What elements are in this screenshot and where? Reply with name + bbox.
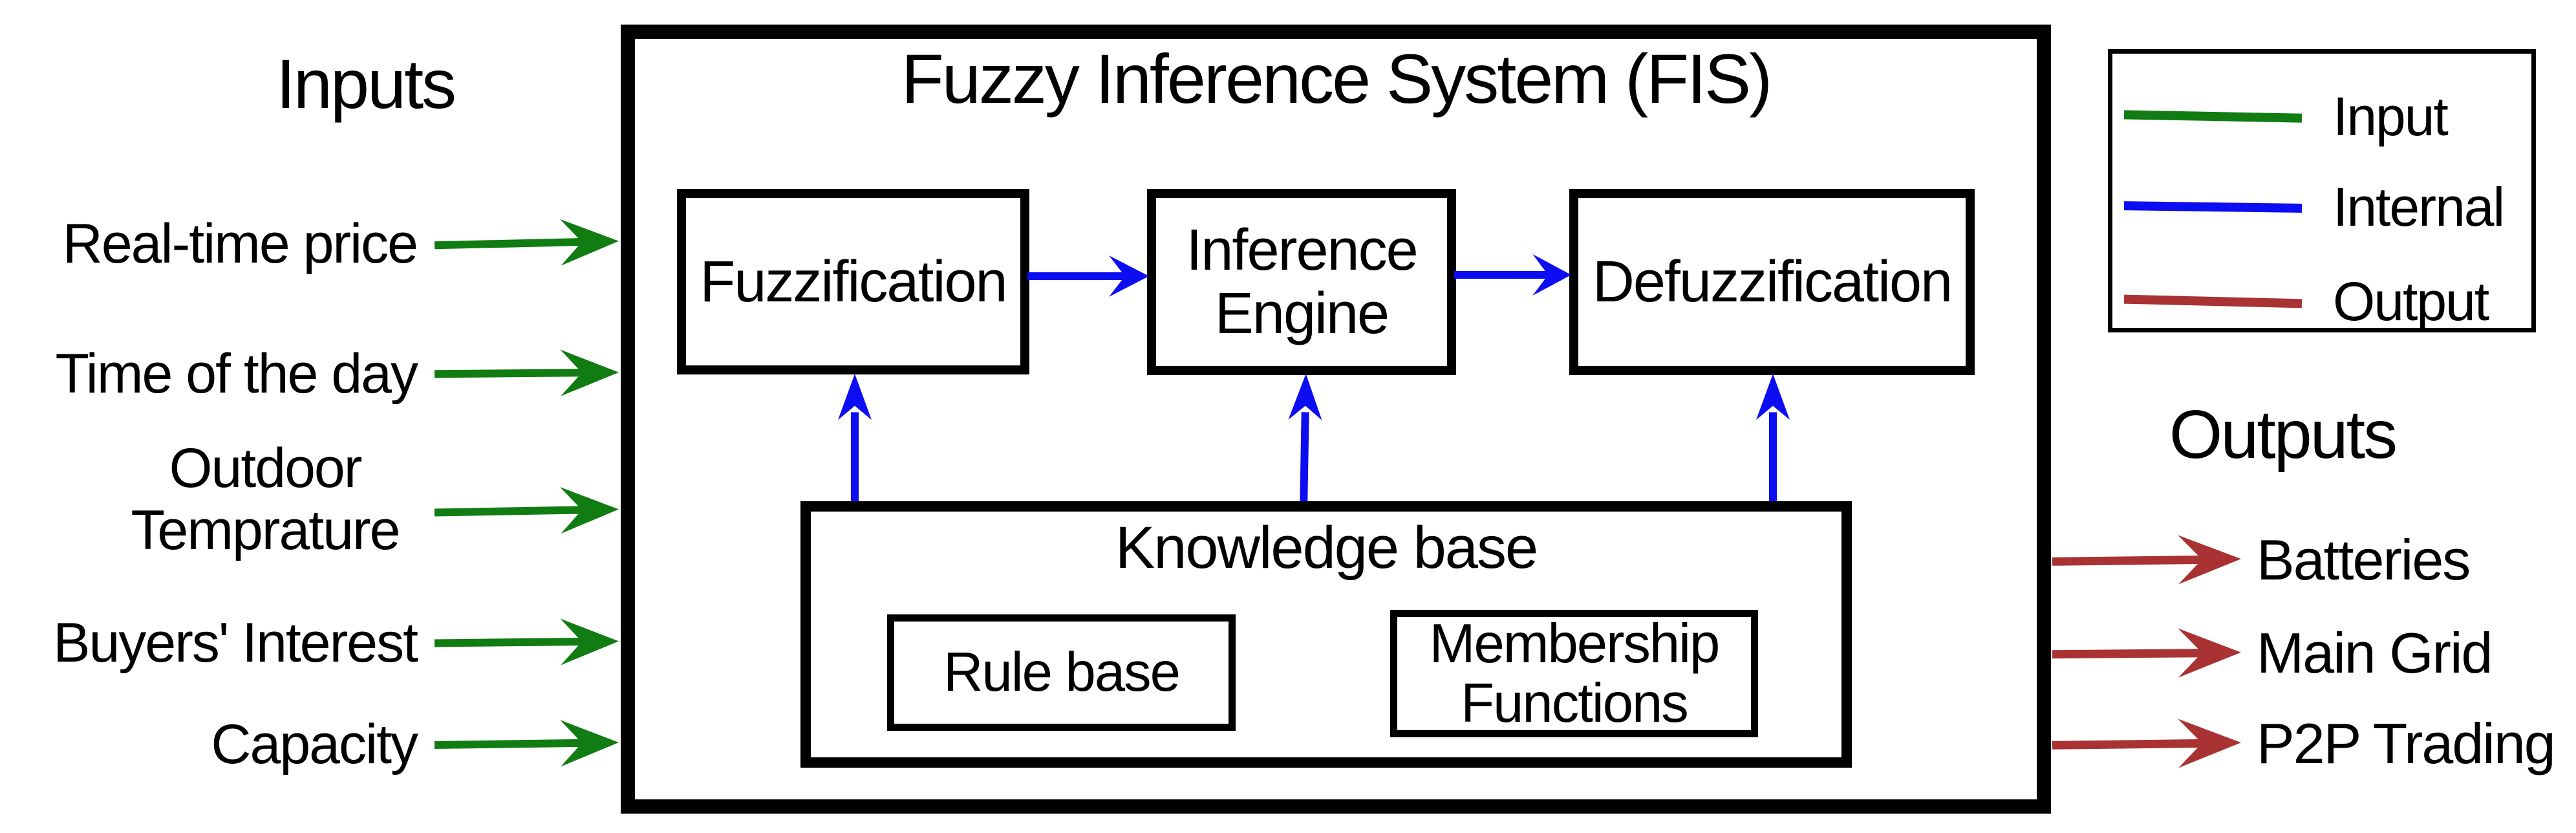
input-label-capacity: Capacity (211, 713, 418, 775)
input-arrow-icon (434, 720, 619, 767)
rule-base-label: Rule base (943, 642, 1181, 703)
input-label-real-time-price: Real-time price (62, 213, 418, 275)
legend-internal-label: Internal (2333, 176, 2505, 237)
output-arrow-icon (2052, 628, 2241, 678)
legend: Input Internal Output (2108, 49, 2536, 332)
legend-output-line-icon (2123, 294, 2302, 308)
membership-functions-box: Membership Functions (1390, 610, 1758, 737)
input-arrow-icon (434, 349, 619, 396)
inputs-section-title: Inputs (275, 45, 456, 123)
legend-output-label: Output (2333, 270, 2489, 332)
legend-internal-line-icon (2123, 201, 2302, 213)
legend-input-label: Input (2333, 85, 2449, 147)
membership-functions-label: Membership Functions (1429, 612, 1721, 734)
input-label-outdoor-temperature: Outdoor Temprature (131, 437, 401, 561)
outputs-section-title: Outputs (2169, 396, 2398, 473)
input-label-time-of-day: Time of the day (55, 343, 418, 405)
defuzzification-box: Defuzzification (1569, 189, 1975, 375)
input-label-buyers-interest: Buyers' Interest (53, 612, 418, 674)
inference-engine-label: Inference Engine (1186, 218, 1418, 346)
output-label-main-grid: Main Grid (2257, 621, 2493, 685)
internal-arrow-up-icon (1288, 374, 1322, 503)
internal-arrow-up-icon (1756, 374, 1790, 502)
fuzzification-label: Fuzzification (700, 249, 1007, 314)
input-arrow-icon (434, 618, 619, 665)
knowledge-base-title: Knowledge base (1115, 515, 1538, 581)
output-label-p2p-trading: P2P Trading (2257, 711, 2556, 775)
output-arrow-icon (2052, 719, 2241, 768)
input-arrow-icon (434, 487, 619, 534)
output-arrow-icon (2052, 535, 2241, 585)
legend-input-line-icon (2123, 110, 2302, 123)
fis-title: Fuzzy Inference System (FIS) (901, 39, 1772, 118)
input-arrow-icon (434, 219, 619, 266)
legend-row-internal: Internal (2123, 176, 2505, 237)
inference-engine-box: Inference Engine (1147, 189, 1456, 375)
legend-row-input: Input (2123, 85, 2449, 147)
output-label-batteries: Batteries (2257, 528, 2471, 592)
internal-arrow-icon (1454, 254, 1571, 296)
defuzzification-label: Defuzzification (1592, 250, 1953, 314)
legend-row-output: Output (2123, 270, 2489, 332)
internal-arrow-up-icon (838, 374, 872, 502)
fuzzification-box: Fuzzification (677, 189, 1029, 374)
internal-arrow-icon (1027, 255, 1149, 297)
rule-base-box: Rule base (887, 614, 1236, 731)
